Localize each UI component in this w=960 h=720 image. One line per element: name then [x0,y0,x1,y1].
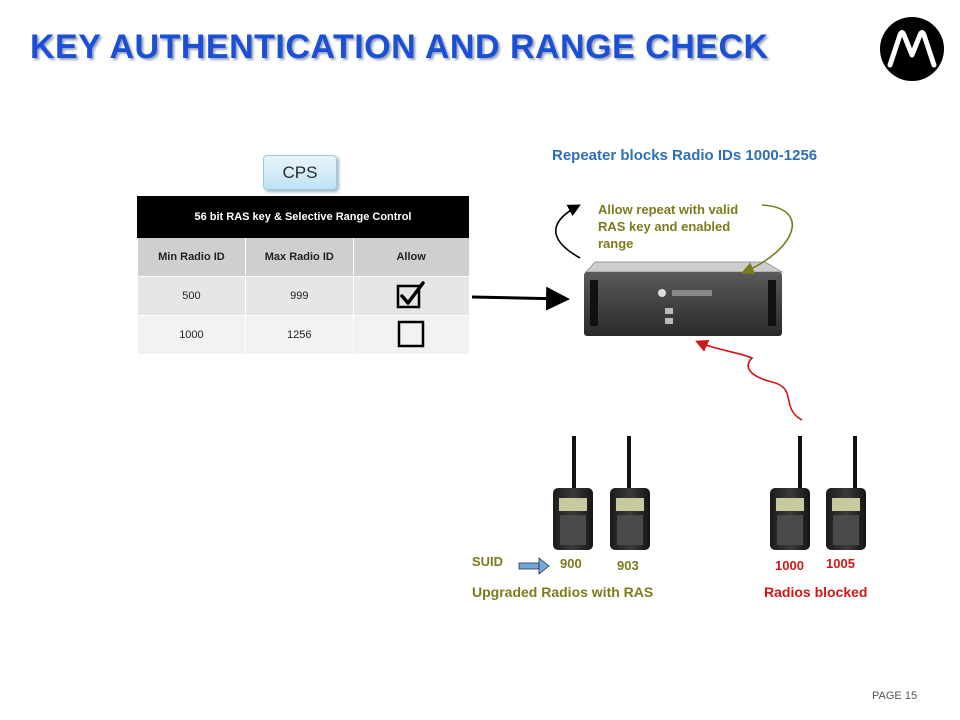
column-header-min: Min Radio ID [137,237,246,277]
unchecked-checkbox-icon[interactable] [396,320,426,348]
radio-id-1005: 1005 [826,556,855,571]
cps-to-repeater-arrow [471,286,570,311]
allow-note: Allow repeat with valid RAS key and enab… [598,202,739,251]
table-row: 500 999 [137,276,469,316]
upgraded-radios-caption: Upgraded Radios with RAS [472,584,654,600]
radio-icon-1000 [770,436,810,550]
radio-id-903: 903 [617,558,639,573]
repeat-out-arrow [554,204,581,259]
min-radio-id-cell: 1000 [137,315,246,354]
table-row: 1000 1256 [137,315,469,354]
max-radio-id-cell: 999 [244,276,354,316]
max-radio-id-cell: 1256 [244,315,354,354]
min-radio-id-cell: 500 [137,276,246,316]
checked-checkbox-icon[interactable] [396,280,426,309]
suid-label: SUID [472,554,504,569]
ras-range-table: 56 bit RAS key & Selective Range Control… [137,196,469,354]
radio-icon-1005 [826,436,866,550]
radio-icon-903 [610,436,650,550]
motorola-logo-icon [880,17,944,81]
radio-id-900: 900 [560,556,582,571]
column-header-max: Max Radio ID [244,237,354,277]
table-header: 56 bit RAS key & Selective Range Control [137,196,469,238]
repeater-icon [584,261,784,336]
page-title: KEY AUTHENTICATION AND RANGE CHECK [30,28,769,66]
blocked-radio-arrow [695,340,803,421]
cps-button[interactable]: CPS [263,155,337,190]
page-label: PAGE [872,690,902,702]
page-number-value: 15 [904,690,918,702]
blocked-radios-caption: Radios blocked [764,584,868,600]
allow-cell [352,315,469,354]
column-header-allow: Allow [352,237,469,277]
repeater-heading: Repeater blocks Radio IDs 1000-1256 [552,147,818,164]
page-number: PAGE 15 [872,690,917,702]
radio-icon-900 [553,436,593,550]
radio-id-1000: 1000 [775,558,804,573]
suid-arrow-icon [518,557,550,575]
allow-cell [352,276,469,316]
repeat-in-arrow [741,204,793,275]
